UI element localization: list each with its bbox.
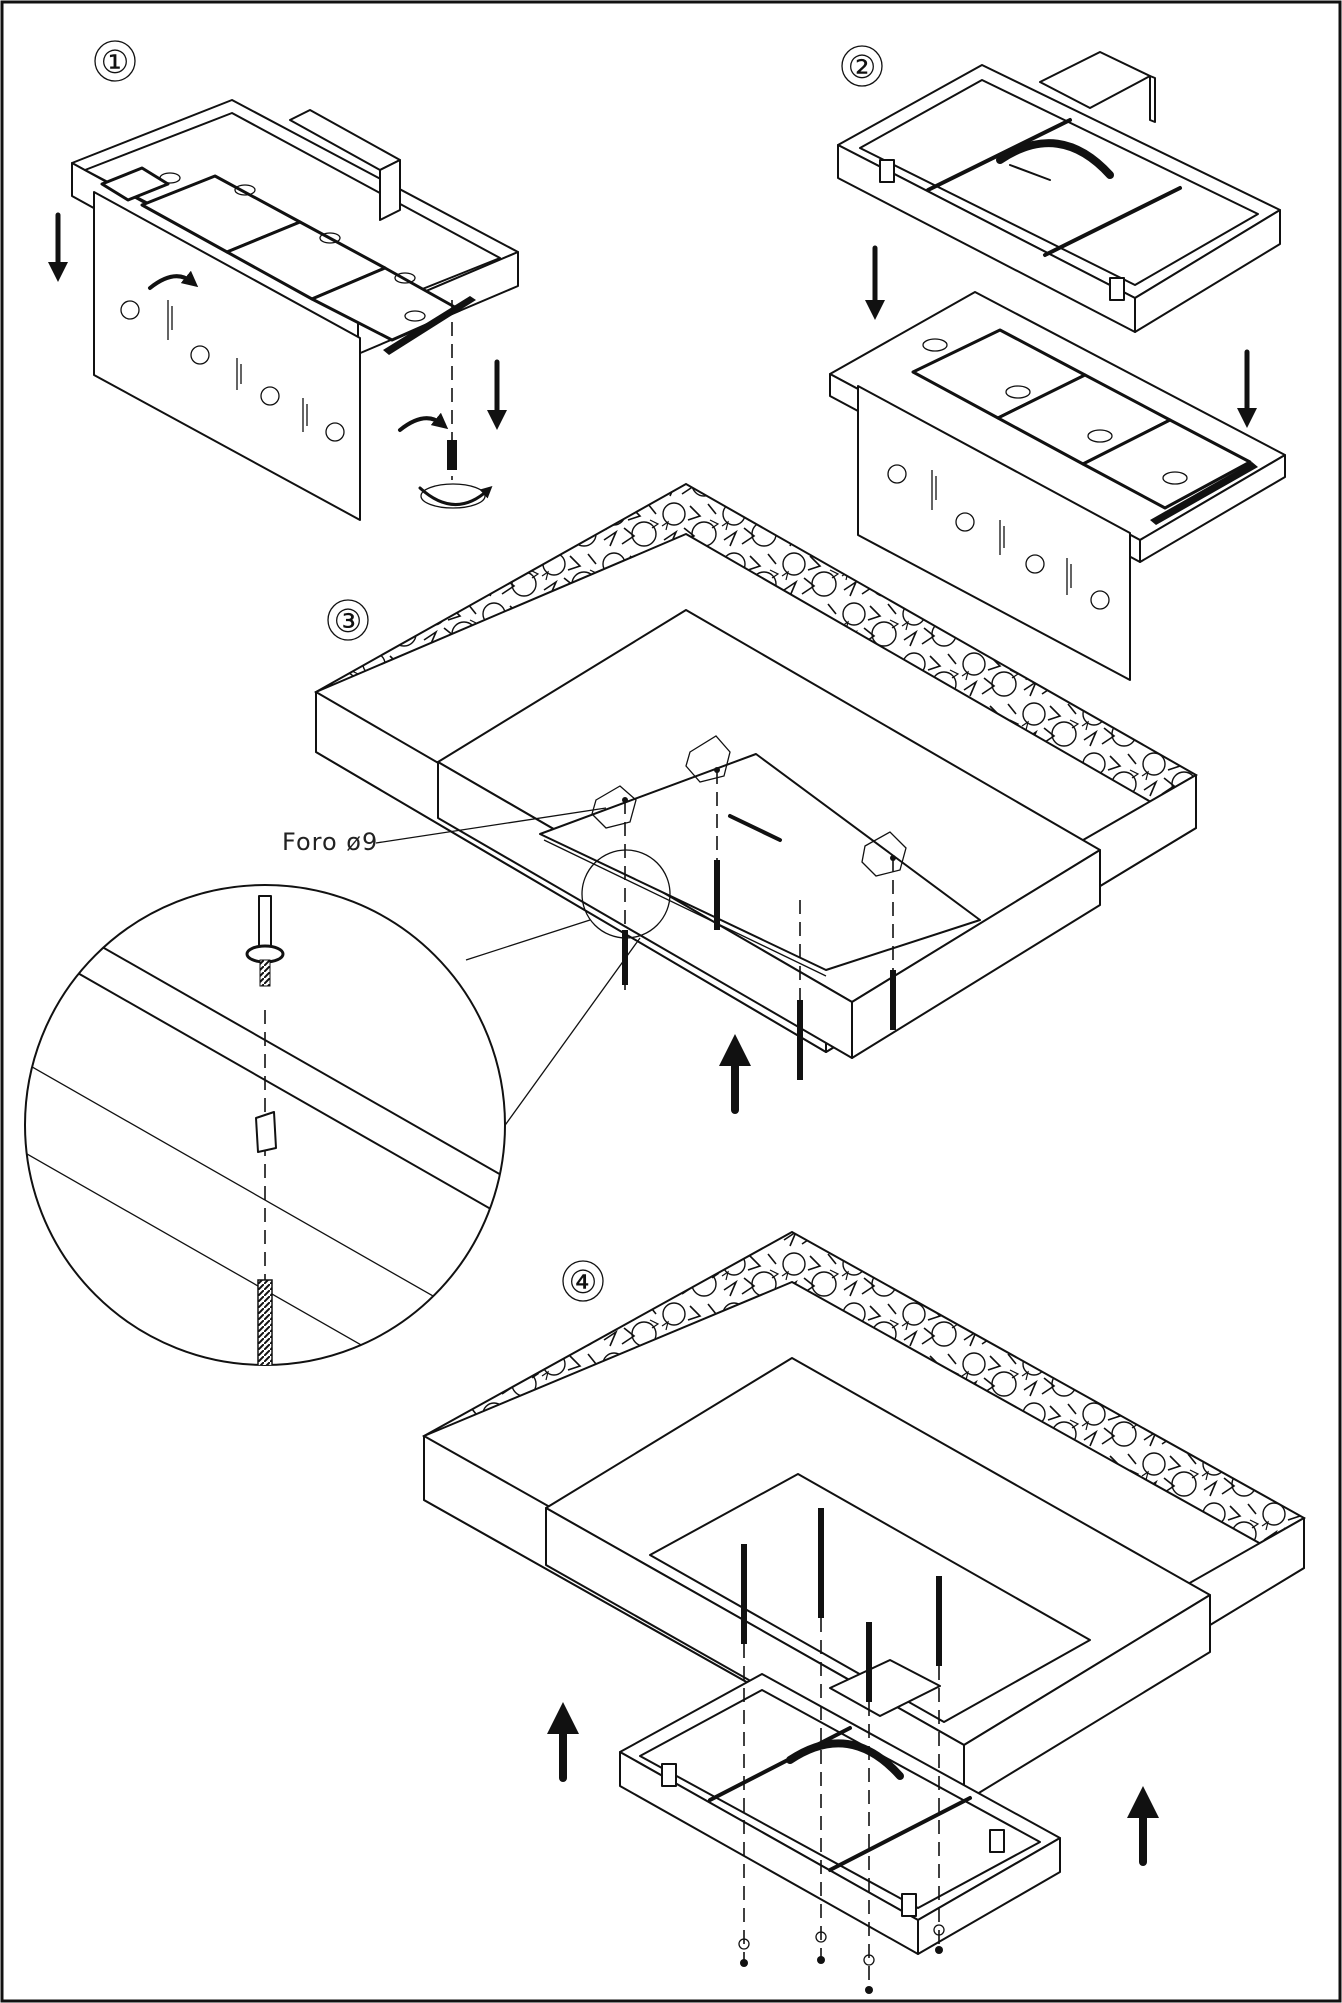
- step-2-number: ②: [848, 48, 877, 86]
- step-1-badge: [94, 40, 136, 82]
- step-1-screwdriver-base: [420, 483, 486, 509]
- step-4-group: ④: [421, 1230, 1307, 1994]
- step-2-motor-frame: [837, 51, 1281, 333]
- step-4-rods: [738, 1508, 945, 1994]
- step-4-badge: [562, 1260, 604, 1302]
- step-1-turn-arrow-left: [148, 270, 199, 290]
- step-1-screw-icon: [447, 440, 457, 470]
- step-3-ceiling: [313, 482, 1199, 1059]
- step-3-fixings: [591, 735, 907, 1080]
- rotate-arrow-icon: [418, 485, 493, 506]
- step-1-hood: [71, 99, 519, 521]
- detail-marker-circle: [581, 849, 671, 939]
- step-3-number: ③: [334, 602, 363, 640]
- step-2-hood: [829, 291, 1286, 681]
- wall-anchor-icon: [245, 895, 285, 1153]
- screw-icon: [728, 814, 782, 842]
- drill-hole-label: Foro ø9: [282, 828, 378, 856]
- step-2-group: ②: [829, 45, 1286, 681]
- step-2-badge: [841, 45, 883, 87]
- step-4-motor-frame: [619, 1659, 1061, 1955]
- step-1-turn-arrow-right: [398, 412, 449, 432]
- step-1-group: ①: [48, 40, 519, 521]
- anchor-detail-view: [24, 884, 506, 1366]
- drill-hole-leader: [375, 807, 607, 844]
- step-1-number: ①: [101, 43, 130, 81]
- step-3-badge: [327, 599, 369, 641]
- step-4-ceiling: [421, 1230, 1307, 1803]
- step-3-group: ③: [24, 482, 1199, 1366]
- step-4-number: ④: [569, 1263, 598, 1301]
